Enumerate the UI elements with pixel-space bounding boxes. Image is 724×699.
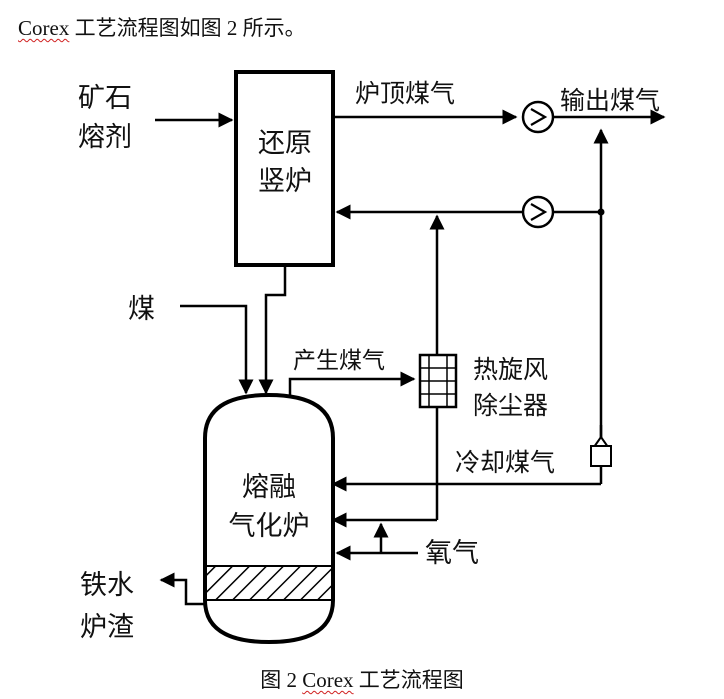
cooling-gas-label: 冷却煤气	[455, 448, 555, 477]
iron-label-1: 铁水	[80, 570, 134, 601]
oxygen-label: 氧气	[425, 538, 479, 569]
ore-label-2: 熔剂	[78, 122, 132, 153]
hearth-hatch	[204, 565, 334, 601]
melter-label-2: 气化炉	[229, 511, 310, 542]
cooling-fan-icon	[590, 425, 612, 467]
melter-label-1: 熔融	[242, 472, 296, 503]
cyclone-label-2: 除尘器	[473, 391, 548, 420]
tap-arrow	[159, 572, 205, 606]
intro-corex-word: Corex	[18, 16, 70, 40]
heat-exchanger-top-icon	[521, 100, 555, 134]
top-gas-label: 炉顶煤气	[355, 79, 455, 108]
shaft-label-1: 还原	[258, 128, 312, 159]
export-gas-label: 输出煤气	[560, 86, 660, 115]
caption-prefix: 图 2	[260, 668, 303, 692]
intro-text: 工艺流程图如图 2 所示。	[69, 16, 306, 40]
figure-caption: 图 2 Corex 工艺流程图	[0, 664, 724, 694]
cyclone-label-1: 热旋风	[473, 355, 548, 384]
iron-label-2: 炉渣	[80, 612, 134, 643]
sponge-iron-arrow	[258, 265, 287, 395]
hot-cyclone	[418, 353, 458, 409]
ore-label-1: 矿石	[78, 83, 132, 114]
caption-text: 工艺流程图	[353, 668, 464, 692]
caption-corex-word: Corex	[302, 668, 354, 692]
coal-arrow	[180, 304, 254, 395]
heat-exchanger-middle-icon	[521, 195, 555, 229]
generated-gas-arrow	[288, 371, 416, 398]
coal-label: 煤	[128, 294, 155, 325]
intro-sentence: Corex 工艺流程图如图 2 所示。	[18, 12, 306, 42]
generated-gas-label: 产生煤气	[293, 348, 385, 374]
shaft-label-2: 竖炉	[258, 166, 312, 197]
